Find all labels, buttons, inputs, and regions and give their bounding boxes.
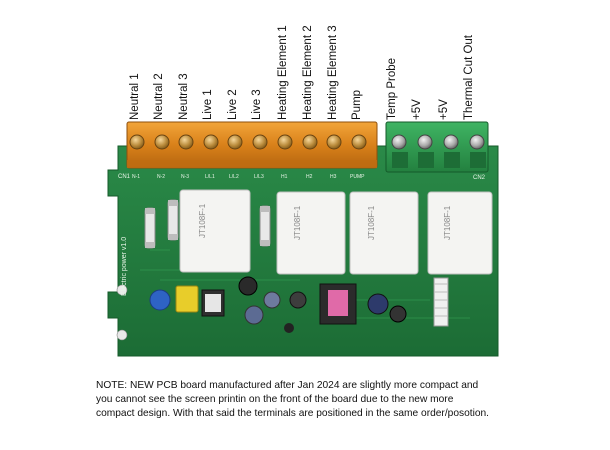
- relay-1: JT108F-1: [179, 189, 251, 273]
- silk-n1: N-1: [132, 174, 140, 180]
- note-line-2: you cannot see the screen printin on the…: [96, 394, 454, 405]
- silk-h1: H1: [281, 174, 288, 180]
- silk-h2: H2: [306, 174, 313, 180]
- terminal-block-main: CN1 N-1 N-2 N-3 L/L1 L/L2 L/L3 H1 H2 H3 …: [118, 121, 378, 180]
- components: [149, 276, 449, 333]
- silk-h3: H3: [330, 174, 337, 180]
- terminal-block-signal: CN2: [385, 121, 489, 181]
- note-text: NOTE: NEW PCB board manufactured after J…: [96, 379, 566, 421]
- cn2-silk: CN2: [473, 175, 486, 181]
- relays: JT108F-1 JT108F-1 JT108F-1 JT108F-1: [179, 189, 493, 275]
- silk-l1: L/L1: [205, 174, 215, 180]
- terminal-screws-main: [129, 134, 367, 150]
- silk-l3: L/L3: [254, 174, 264, 180]
- relay-4-model: JT108F-1: [443, 205, 452, 240]
- note-line-1: NOTE: NEW PCB board manufactured after J…: [96, 380, 479, 391]
- silk-l2: L/L2: [229, 174, 239, 180]
- silk-n3: N-3: [181, 174, 189, 180]
- relay-4: JT108F-1: [427, 191, 493, 275]
- relay-3-model: JT108F-1: [367, 205, 376, 240]
- relay-2: JT108F-1: [276, 191, 346, 275]
- board-silkscreen-name: Electric power v1.0: [121, 237, 128, 296]
- cn1-silk: CN1: [118, 174, 131, 180]
- terminal-silk-labels: N-1 N-2 N-3 L/L1 L/L2 L/L3 H1 H2 H3 PUMP: [132, 174, 365, 180]
- relay-3: JT108F-1: [349, 191, 419, 275]
- fuses: [144, 199, 271, 249]
- silk-pump: PUMP: [350, 174, 365, 180]
- relay-2-model: JT108F-1: [293, 205, 302, 240]
- note-line-3: compact design. With that said the termi…: [96, 408, 489, 419]
- terminal-screws-signal: [391, 134, 485, 150]
- relay-1-model: JT108F-1: [198, 203, 207, 238]
- silk-n2: N-2: [157, 174, 165, 180]
